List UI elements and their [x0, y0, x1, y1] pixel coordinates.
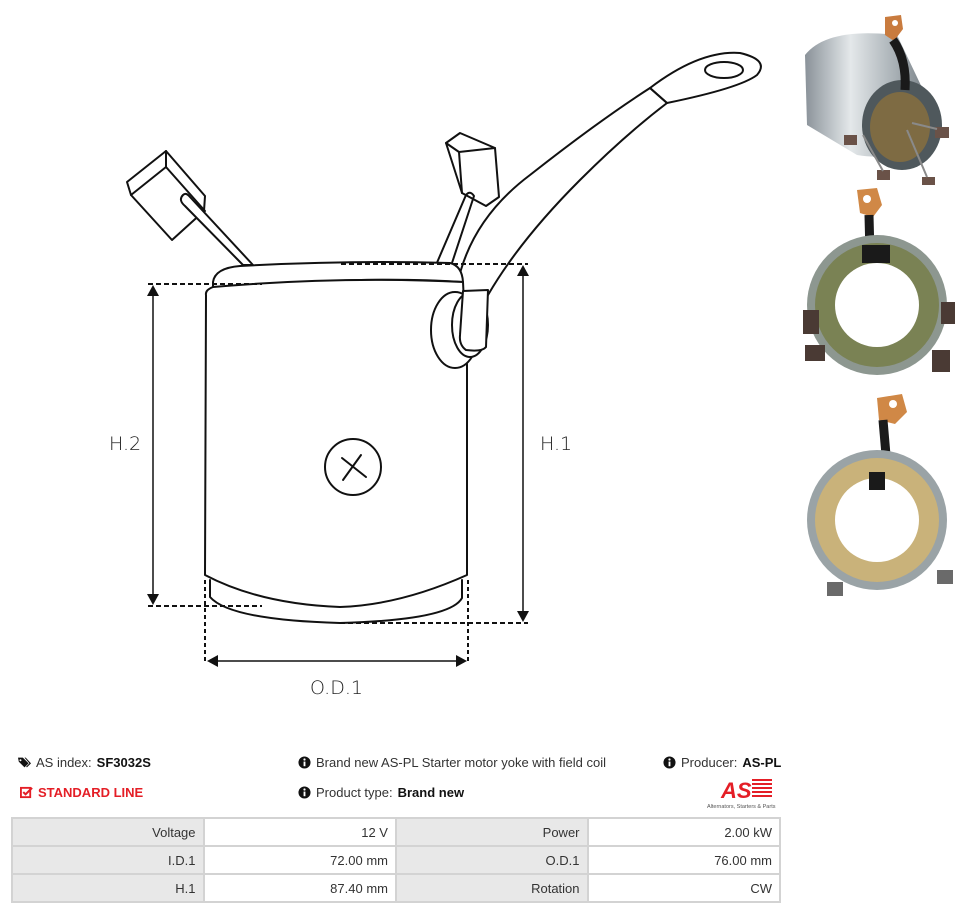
logo-mark: AS — [720, 778, 752, 803]
product-description: Brand new AS-PL Starter motor yoke with … — [298, 755, 606, 770]
spec-label: Power — [394, 817, 589, 847]
spec-value: 87.40 mm — [202, 873, 397, 903]
spec-label: O.D.1 — [394, 845, 589, 875]
description-text: Brand new AS-PL Starter motor yoke with … — [316, 755, 606, 770]
od1-label: O.D.1 — [310, 677, 363, 699]
spec-value: CW — [586, 873, 782, 903]
tags-icon — [18, 757, 31, 768]
producer-label: Producer: — [681, 755, 738, 770]
spec-value: 2.00 kW — [586, 817, 782, 847]
spec-label: I.D.1 — [11, 845, 205, 875]
h1-label: H.1 — [540, 433, 572, 455]
product-photo-side[interactable] — [797, 5, 963, 185]
product-type-value: Brand new — [397, 785, 465, 800]
product-photo-top[interactable] — [797, 185, 963, 380]
logo-tagline: Alternators, Starters & Parts — [707, 804, 776, 810]
as-index-value: SF3032S — [96, 755, 151, 770]
product-info: AS index: SF3032S STANDARD LINE Brand ne… — [0, 750, 800, 810]
product-type-label: Product type: — [316, 785, 393, 800]
product-photo-bottom[interactable] — [797, 390, 963, 605]
checkbox-checked-icon — [20, 786, 33, 799]
product-type: Product type: Brand new — [298, 785, 464, 800]
spec-label: H.1 — [11, 873, 205, 903]
spec-value: 12 V — [202, 817, 397, 847]
right-brush-icon — [435, 132, 500, 267]
technical-drawing: H.2 H.1 O.D.1 — [109, 51, 762, 699]
spec-value: 72.00 mm — [202, 845, 397, 875]
standard-line-label: STANDARD LINE — [38, 785, 144, 800]
spec-value: 76.00 mm — [586, 845, 782, 875]
spec-label: Rotation — [394, 873, 589, 903]
info-icon — [663, 756, 676, 769]
lead-cable-icon — [456, 51, 762, 296]
table-row: Voltage 12 V Power 2.00 kW — [11, 817, 782, 847]
standard-line-badge: STANDARD LINE — [20, 785, 143, 800]
spec-label: Voltage — [11, 817, 205, 847]
producer-value: AS-PL — [742, 755, 782, 770]
specs-table: Voltage 12 V Power 2.00 kW I.D.1 72.00 m… — [11, 817, 782, 903]
info-icon — [298, 786, 311, 799]
table-row: I.D.1 72.00 mm O.D.1 76.00 mm — [11, 845, 782, 875]
as-index: AS index: SF3032S — [18, 755, 151, 770]
as-index-label: AS index: — [36, 755, 92, 770]
table-row: H.1 87.40 mm Rotation CW — [11, 873, 782, 903]
info-icon — [298, 756, 311, 769]
left-brush-icon — [126, 150, 254, 266]
h2-label: H.2 — [109, 433, 141, 455]
as-pl-logo: AS Alternators, Starters & Parts — [705, 776, 785, 810]
producer: Producer: AS-PL — [663, 755, 781, 770]
